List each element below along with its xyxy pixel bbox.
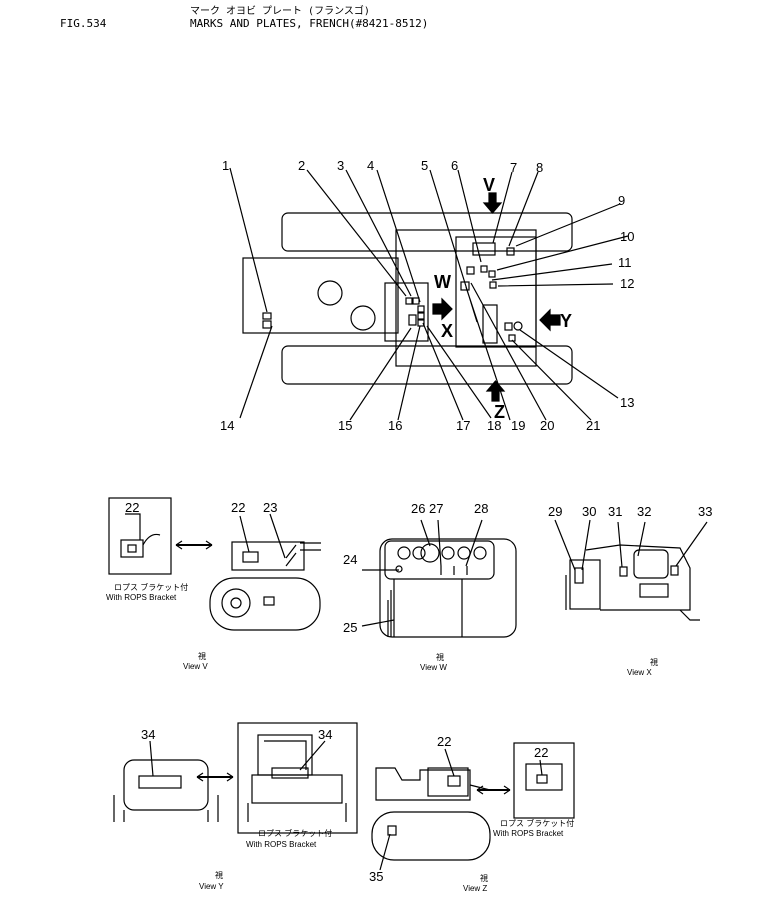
view-letter-y: Y (560, 311, 572, 331)
view-y-rops-en: With ROPS Bracket (246, 840, 317, 849)
view-z-drawing (371, 742, 575, 871)
view-z-caption-jp: 視 (480, 874, 488, 883)
callout-21: 21 (586, 418, 600, 433)
callout-10: 10 (620, 229, 634, 244)
callout-3: 3 (337, 158, 344, 173)
view-w-caption-jp: 視 (436, 653, 444, 662)
callout-6: 6 (451, 158, 458, 173)
view-letter-z: Z (494, 402, 505, 422)
callout-22-view-v-rops: 22 (125, 500, 139, 515)
view-x-drawing (554, 519, 708, 621)
title-english: MARKS AND PLATES, FRENCH(#8421-8512) (190, 17, 429, 30)
figure-number: FIG.534 (60, 17, 107, 30)
callout-35: 35 (369, 869, 383, 884)
title-japanese: マーク オヨビ プレート (フランスゴ) (190, 6, 370, 17)
callout-24: 24 (343, 552, 357, 567)
view-y-caption: View Y (199, 882, 224, 891)
callout-34-view-y-rops: 34 (318, 727, 332, 742)
view-v-caption-jp: 視 (198, 652, 206, 661)
view-y-drawing (113, 722, 358, 834)
callout-27: 27 (429, 501, 443, 516)
callout-2: 2 (298, 158, 305, 173)
callout-9: 9 (618, 193, 625, 208)
callout-26: 26 (411, 501, 425, 516)
callout-11: 11 (618, 255, 632, 270)
view-letter-x: X (441, 321, 453, 341)
view-z-rops-jp: ロプス ブラケット付 (500, 818, 574, 828)
view-x-caption: View X (627, 668, 652, 677)
callout-30: 30 (582, 504, 596, 519)
machine-top-view (229, 167, 629, 421)
view-x-caption-jp: 視 (650, 658, 658, 667)
callout-7: 7 (510, 160, 517, 175)
callout-15: 15 (338, 418, 352, 433)
view-v-drawing (108, 497, 321, 631)
callout-29: 29 (548, 504, 562, 519)
callout-12: 12 (620, 276, 634, 291)
view-y-rops-jp: ロプス ブラケット付 (258, 828, 332, 838)
callout-32: 32 (637, 504, 651, 519)
view-v-rops-en: With ROPS Bracket (106, 593, 177, 602)
callout-1: 1 (222, 158, 229, 173)
view-v-rops-jp: ロプス ブラケット付 (114, 582, 188, 592)
view-w-drawing (361, 519, 517, 638)
callout-22-view-v: 22 (231, 500, 245, 515)
view-z-rops-en: With ROPS Bracket (493, 829, 564, 838)
callout-16: 16 (388, 418, 402, 433)
callout-31: 31 (608, 504, 622, 519)
view-letter-v: V (483, 175, 495, 195)
view-w-caption: View W (420, 663, 447, 672)
callout-18: 18 (487, 418, 501, 433)
view-v-caption: View V (183, 662, 208, 671)
callout-5: 5 (421, 158, 428, 173)
callout-13: 13 (620, 395, 634, 410)
callout-22-view-z-rops: 22 (534, 745, 548, 760)
view-y-caption-jp: 視 (215, 871, 223, 880)
callout-22-view-z: 22 (437, 734, 451, 749)
callout-4: 4 (367, 158, 374, 173)
callout-28: 28 (474, 501, 488, 516)
callout-17: 17 (456, 418, 470, 433)
callout-25: 25 (343, 620, 357, 635)
callout-8: 8 (536, 160, 543, 175)
callout-14: 14 (220, 418, 234, 433)
callout-33: 33 (698, 504, 712, 519)
callout-19: 19 (511, 418, 525, 433)
callout-20: 20 (540, 418, 554, 433)
callout-34-view-y: 34 (141, 727, 155, 742)
callout-23: 23 (263, 500, 277, 515)
view-z-caption: View Z (463, 884, 487, 893)
view-letter-w: W (434, 272, 451, 292)
